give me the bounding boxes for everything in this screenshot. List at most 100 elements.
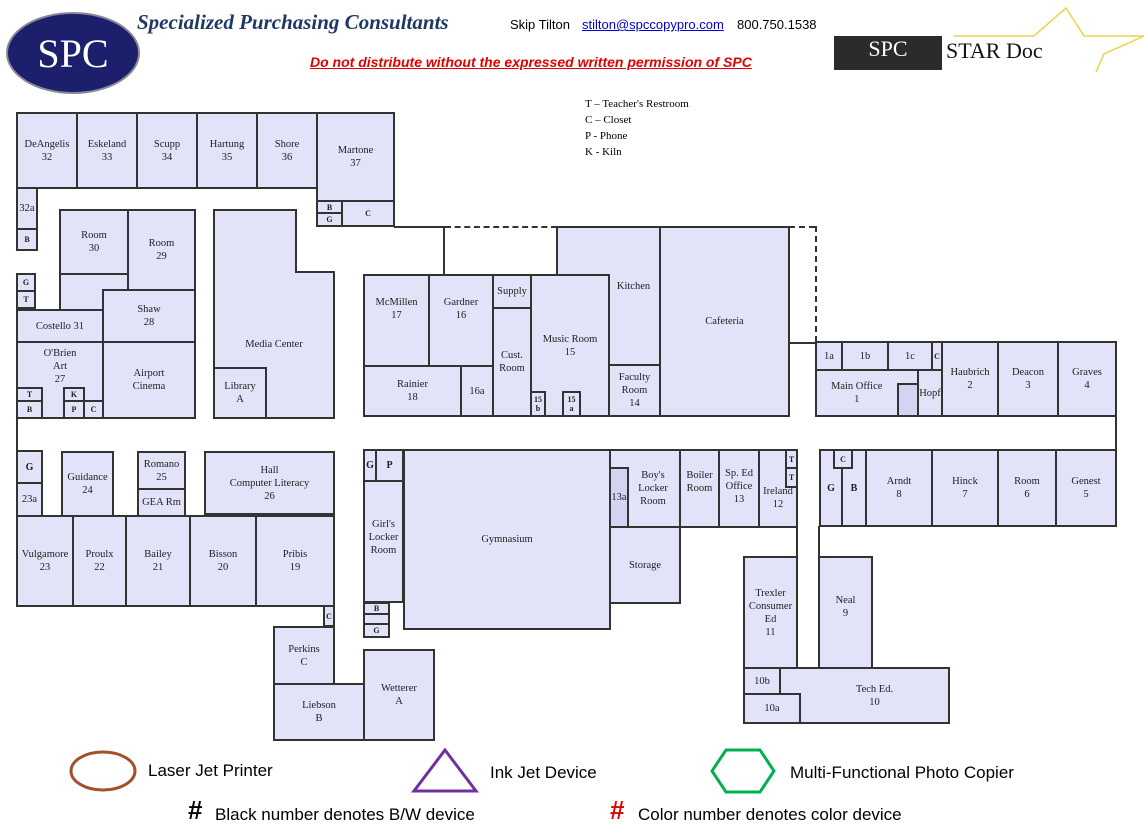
room-bailey[interactable]: Bailey 21: [125, 515, 191, 607]
room-13a[interactable]: 13a: [609, 467, 629, 528]
laser-printer-circle-icon: [69, 750, 137, 792]
closet[interactable]: C: [323, 605, 335, 627]
girls-locker-room[interactable]: Girl's Locker Room: [363, 480, 404, 603]
room-eskeland[interactable]: Eskeland 33: [76, 112, 138, 189]
restroom-girls[interactable]: G: [363, 623, 390, 638]
room-costello[interactable]: Costello 31: [16, 309, 104, 344]
wall: [789, 342, 817, 344]
room-1a[interactable]: 1a: [815, 341, 843, 371]
room-32a[interactable]: 32a: [16, 187, 38, 230]
copier-hexagon-icon: [710, 748, 776, 794]
room-haubrich[interactable]: Haubrich 2: [941, 341, 999, 417]
closet[interactable]: C: [83, 400, 104, 419]
room-vulgamore[interactable]: Vulgamore 23: [16, 515, 74, 607]
teacher-restroom[interactable]: T: [785, 467, 798, 488]
legend-mfp: Multi-Functional Photo Copier: [790, 763, 1014, 782]
storage[interactable]: Storage: [609, 526, 681, 604]
room-shore[interactable]: Shore 36: [256, 112, 318, 189]
closet[interactable]: C: [833, 449, 853, 469]
room-mcmillen[interactable]: McMillen 17: [363, 274, 430, 367]
room-1c[interactable]: 1c: [887, 341, 933, 371]
room-wetterer[interactable]: Wetterer A: [363, 649, 435, 741]
dashed-wall: [789, 226, 815, 228]
legend-inkjet: Ink Jet Device: [490, 763, 597, 782]
room-23a[interactable]: 23a: [16, 482, 43, 517]
room-liebson[interactable]: Liebson B: [273, 683, 365, 741]
room-16a[interactable]: 16a: [460, 365, 494, 417]
color-hash-icon: #: [610, 795, 625, 825]
dashed-wall: [445, 226, 557, 228]
tech-ed[interactable]: Tech Ed. 10: [779, 667, 950, 724]
email-link[interactable]: stilton@spccopypro.com: [582, 17, 724, 32]
phone[interactable]: P: [63, 400, 85, 419]
library[interactable]: Library A: [213, 367, 267, 419]
teacher-restroom[interactable]: T: [16, 387, 43, 402]
guidance[interactable]: Guidance 24: [61, 451, 114, 517]
bw-hash-icon: #: [188, 795, 203, 825]
room-arndt[interactable]: Arndt 8: [865, 449, 933, 527]
room-pribis[interactable]: Pribis 19: [255, 515, 335, 607]
room-15b[interactable]: 15 b: [530, 391, 546, 417]
wall: [16, 418, 18, 452]
star-doc-logo: SPC STAR Doc: [834, 6, 1144, 72]
wall: [394, 226, 444, 228]
room-romano[interactable]: Romano 25: [137, 451, 186, 490]
wall: [295, 271, 335, 273]
teacher-restroom[interactable]: T: [785, 449, 798, 469]
phone[interactable]: P: [375, 449, 404, 482]
room-hartung[interactable]: Hartung 35: [196, 112, 258, 189]
restroom-boys[interactable]: B: [16, 400, 43, 419]
restroom-girls[interactable]: G: [316, 212, 343, 227]
room-29[interactable]: Room 29: [127, 209, 196, 291]
phone: 800.750.1538: [737, 17, 817, 32]
wall: [818, 526, 820, 558]
room-30[interactable]: Room 30: [59, 209, 129, 275]
sped-office[interactable]: Sp. Ed Office 13: [718, 449, 760, 528]
room-gardner[interactable]: Gardner 16: [428, 274, 494, 367]
room-trexler[interactable]: Trexler Consumer Ed 11: [743, 556, 798, 669]
closet[interactable]: C: [341, 200, 395, 227]
room-airport-cinema[interactable]: Airport Cinema: [102, 341, 196, 419]
room-martone[interactable]: Martone 37: [316, 112, 395, 202]
faculty-room[interactable]: Faculty Room 14: [608, 364, 661, 417]
custodian-room[interactable]: Cust. Room: [492, 307, 532, 417]
room-neal[interactable]: Neal 9: [818, 556, 873, 669]
legend-bw: Black number denotes B/W device: [215, 805, 475, 824]
supply-room[interactable]: Supply: [492, 274, 532, 309]
room-15a[interactable]: 15 a: [562, 391, 581, 417]
distribution-warning: Do not distribute without the expressed …: [310, 54, 752, 70]
media-center-upper[interactable]: [213, 209, 297, 273]
inkjet-triangle-icon: [410, 747, 480, 793]
room-hall[interactable]: Hall Computer Literacy 26: [204, 451, 335, 515]
room-scupp[interactable]: Scupp 34: [136, 112, 198, 189]
room-bisson[interactable]: Bisson 20: [189, 515, 257, 607]
room-6[interactable]: Room 6: [997, 449, 1057, 527]
restroom-girls[interactable]: G: [16, 450, 43, 484]
restroom-boys[interactable]: B: [16, 228, 38, 251]
boiler-room[interactable]: Boiler Room: [679, 449, 720, 528]
contact-name: Skip Tilton: [510, 17, 570, 32]
main-office-closet[interactable]: [897, 383, 919, 417]
room-10b[interactable]: 10b: [743, 667, 781, 695]
spc-logo: SPC: [6, 12, 140, 94]
room-1b[interactable]: 1b: [841, 341, 889, 371]
room-10a[interactable]: 10a: [743, 693, 801, 724]
room-shaw[interactable]: Shaw 28: [102, 289, 196, 343]
room-perkins[interactable]: Perkins C: [273, 626, 335, 685]
room-deacon[interactable]: Deacon 3: [997, 341, 1059, 417]
wall: [1115, 416, 1117, 450]
room-deangelis[interactable]: DeAngelis 32: [16, 112, 78, 189]
room-genest[interactable]: Genest 5: [1055, 449, 1117, 527]
gea-room[interactable]: GEA Rm: [137, 488, 186, 517]
room-hinck[interactable]: Hinck 7: [931, 449, 999, 527]
cafeteria[interactable]: Cafeteria: [659, 226, 790, 417]
wall: [796, 526, 798, 558]
gymnasium[interactable]: Gymnasium: [403, 449, 611, 630]
room-graves[interactable]: Graves 4: [1057, 341, 1117, 417]
room-proulx[interactable]: Proulx 22: [72, 515, 127, 607]
teacher-restroom[interactable]: T: [16, 290, 36, 309]
room-hopf[interactable]: Hopf: [917, 369, 943, 417]
company-name: Specialized Purchasing Consultants: [137, 10, 449, 34]
room-rainier[interactable]: Rainier 18: [363, 365, 462, 417]
